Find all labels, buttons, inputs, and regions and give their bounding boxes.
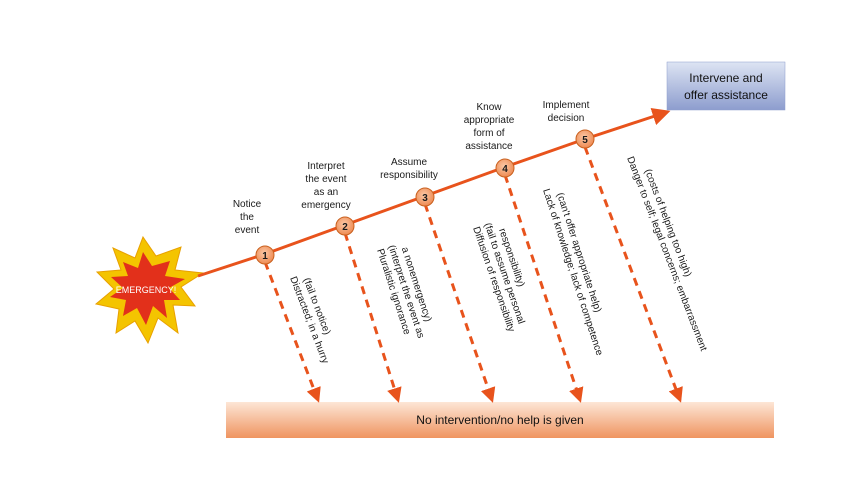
step-1-label: Notice the event (233, 199, 262, 236)
step-4-line-3: form of (473, 128, 504, 139)
outcome-success-box: Intervene and offer assistance (666, 61, 786, 111)
step-1-line-2: the (240, 212, 254, 223)
step-2-line-1: Interpret (307, 161, 344, 172)
outcome-success-line-2: offer assistance (684, 88, 768, 102)
step-circles: 1 2 3 4 5 (255, 129, 595, 265)
step-4-line-1: Know (476, 102, 502, 113)
failure-arrow-3 (423, 203, 496, 403)
failure-arrow-1 (263, 261, 321, 403)
failure-arrow-2 (343, 232, 402, 403)
barrier-4-label: Lack of knowledge; lack of competence (c… (540, 188, 605, 358)
step-3-marker: 3 (415, 187, 435, 207)
step-3-line-1: Assume (391, 157, 428, 168)
emergency-burst: EMERGENCY! (94, 235, 205, 345)
step-2-line-2: the event (305, 174, 346, 185)
step-2-label: Interpret the event as an emergency (301, 161, 350, 211)
step-1-marker: 1 (255, 245, 275, 265)
outcome-fail-label: No intervention/no help is given (416, 413, 583, 427)
step-1-line-3: event (235, 225, 260, 236)
step-4-line-4: assistance (465, 141, 513, 152)
failure-arrow-5 (583, 146, 683, 403)
emergency-label: EMERGENCY! (116, 285, 177, 295)
step-2-line-4: emergency (301, 200, 350, 211)
step-5-number: 5 (582, 135, 588, 146)
outcome-fail-box: No intervention/no help is given (226, 402, 774, 438)
step-5-line-2: decision (548, 113, 585, 124)
step-5-line-1: Implement (543, 100, 590, 111)
step-1-line-1: Notice (233, 199, 262, 210)
barrier-3-label: Diffusion of responsibility (fail to ass… (470, 221, 526, 333)
step-2-line-3: as an (314, 187, 338, 198)
burst-inner-shape (110, 252, 185, 325)
step-3-number: 3 (422, 193, 428, 204)
step-3-line-2: responsibility (380, 170, 438, 181)
barrier-5-line-1: Danger to self; legal concerns; embarras… (624, 155, 709, 353)
step-2-number: 2 (342, 222, 348, 233)
barrier-5-label: Danger to self; legal concerns; embarras… (624, 155, 709, 353)
step-2-marker: 2 (335, 216, 355, 236)
step-4-marker: 4 (495, 158, 515, 178)
outcome-success-line-1: Intervene and (689, 71, 762, 85)
step-1-number: 1 (262, 251, 268, 262)
step-3-label: Assume responsibility (380, 157, 438, 181)
barrier-1-label: Distracted; in a hurry (fail to notice) (287, 275, 332, 365)
step-labels: Notice the event Interpret the event as … (233, 100, 590, 236)
step-5-label: Implement decision (543, 100, 590, 124)
step-4-line-2: appropriate (464, 115, 515, 126)
barrier-2-label: Pluralistic ignorance (interpret the eve… (374, 244, 433, 340)
failure-arrow-4 (503, 174, 584, 403)
failure-arrows (263, 146, 683, 403)
step-4-number: 4 (502, 164, 508, 175)
step-5-marker: 5 (575, 129, 595, 149)
step-4-label: Know appropriate form of assistance (464, 102, 515, 152)
